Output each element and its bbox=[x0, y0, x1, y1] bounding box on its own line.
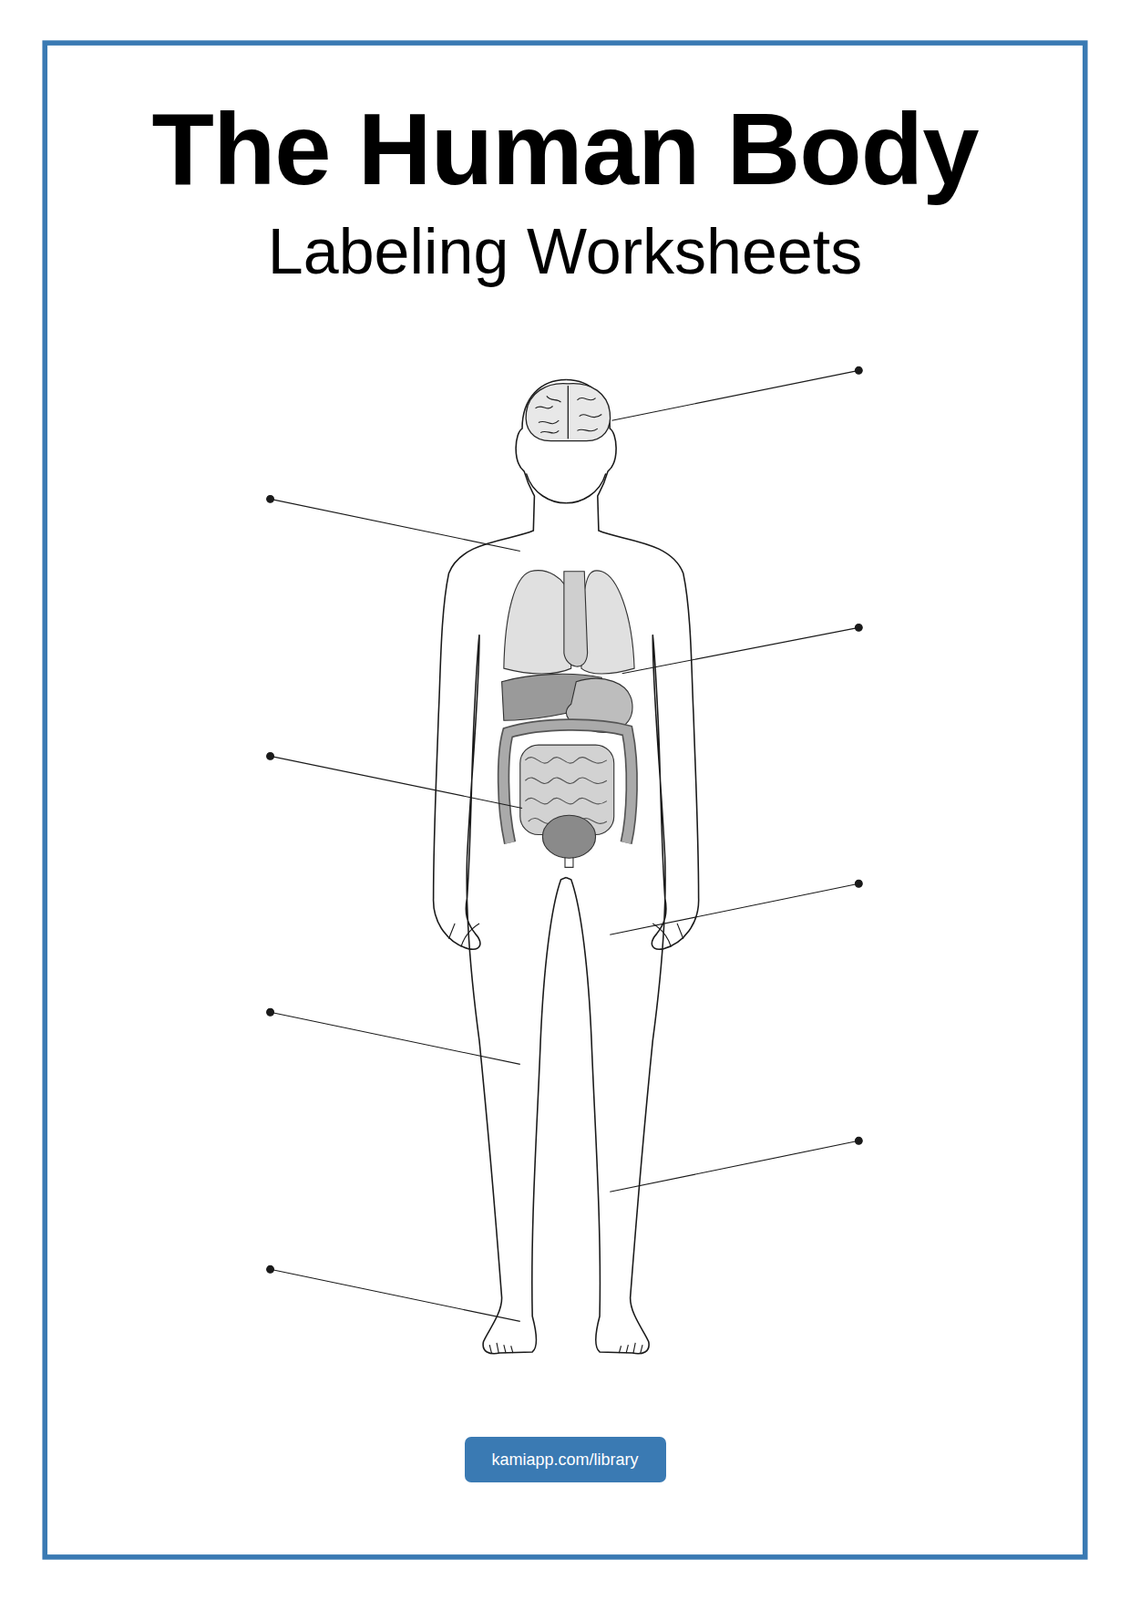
page-title: The Human Body bbox=[152, 94, 979, 205]
body-outline bbox=[433, 379, 699, 1353]
organs bbox=[502, 570, 635, 868]
subtitle: Labeling Worksheets bbox=[267, 215, 863, 289]
subtitle-block: Labeling Worksheets bbox=[0, 215, 1130, 289]
leader-lines bbox=[267, 366, 863, 1321]
brain bbox=[525, 383, 610, 442]
title-block: The Human Body bbox=[0, 94, 1130, 205]
page-border bbox=[44, 42, 1086, 1557]
link-button: kamiapp.com/library bbox=[464, 1436, 667, 1482]
link-text: kamiapp.com/library bbox=[491, 1449, 638, 1469]
